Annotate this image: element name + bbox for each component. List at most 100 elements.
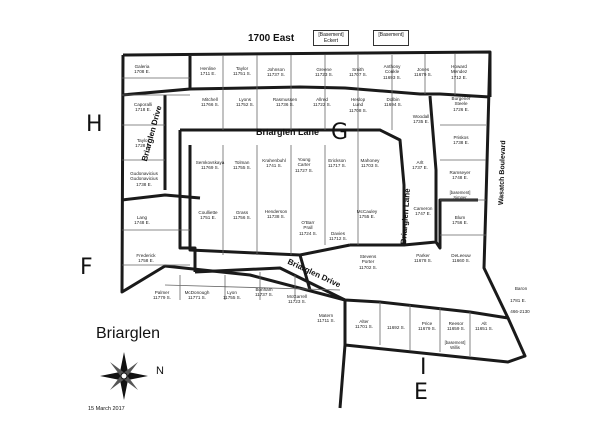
lot-name2: Conkle [384,69,400,75]
section-mark-g: G [331,120,349,145]
lot-lines [122,54,486,356]
map-date: 15 March 2017 [88,406,125,412]
lot-addr: 1741 S. [266,163,282,169]
lot-addr: 11717 S. [327,163,347,169]
lot-addr: 11737 S. [266,72,286,78]
lot-addr: 11736 S. [275,102,295,108]
lot-name: Mahoney [360,158,380,163]
lot-name: Henline [200,66,216,71]
lot-baron-phone: 466-2130 [510,309,529,314]
top-box-basement: [Basement] [373,30,409,46]
lot-name: Priskos [453,135,469,140]
north-street-label: 1700 East [248,33,295,44]
lot-addr: 1747 E. [415,211,431,217]
lot-name2: Mendez [450,69,468,75]
lot-name: Krahenbuhl [262,158,286,163]
lot-addr: 11769 S. [200,165,220,171]
lot-addr: 11751 S. [232,71,252,77]
lot-addr: 11723 S. [287,299,307,305]
lot-addr: 1751 E. [200,215,216,221]
lot-addr: 1738 E. [136,181,152,187]
lot-name: Galeria [134,64,150,69]
lot-name: Matern [318,313,334,318]
compass-north-label: N [156,365,164,377]
lot-addr: 1735 E. [413,119,429,125]
lot-addr: 11722 S. [312,102,332,108]
section-mark-i: I [420,355,427,380]
lot-addr: 11738 S. [266,214,286,220]
lot-addr: 11678 S. [413,258,433,264]
lot-name: Taylor [235,66,249,71]
lot-name2: Steele [454,101,468,107]
lot-addr: 11723 S. [314,72,334,78]
lot-addr: 1758 E. [138,258,154,264]
lot-addr: 11660 S. [451,258,471,264]
lot-name: Tolman [234,160,250,165]
lot-name: Ramseyer [449,170,471,175]
lot-addr: 1726 E. [453,106,469,112]
lot-addr: 11756 S. [232,215,252,221]
lot-name: Parker [416,253,430,258]
lot-addr: 11752 S. [235,102,255,108]
lot-name: Price [421,321,433,326]
lot-addr: 1728 E. [135,143,151,149]
lot-willis: [basement]Willis [445,340,466,351]
lot-addr: 11707 S. [348,72,368,78]
lot-addr: 11694 S. [383,102,403,108]
section-mark-h: H [86,112,103,137]
lot-name2: Carter [297,162,311,168]
lot-addr: 1756 E. [452,220,468,226]
lot-name: Baron [514,286,528,291]
lot-name: Howard [451,64,467,69]
top-box-eckert-label: [Basement] [318,32,344,38]
lot-addr: 1738 E. [453,140,469,146]
lot-addr: 11755 S. [222,295,242,301]
center-block-road [188,145,351,291]
lot-name: Mitchell [202,97,218,102]
lot-addr: 11779 S. [152,295,172,301]
compass-rose [100,352,148,400]
lot-addr: 11755 S. [232,165,252,171]
lot-name: Blum [454,215,466,220]
lot-name2: Lund [352,102,364,108]
lot-addr: 11693 S. [382,74,402,80]
lot-name2: Gudonavicius [130,176,158,182]
lot-addr: 11712 S. [328,236,348,242]
lot-addr: 1708 E. [134,69,150,75]
lot-baron: Baron [515,286,527,291]
lot-name: Cameron [413,206,433,211]
lot-addr: 1755 E. [359,214,375,220]
lot-addr: 11708 S. [348,107,368,113]
lot-addr: 11702 S. [358,264,378,270]
lot-name: Heslop [350,97,366,102]
briarglen-lane-loop-road [178,128,406,272]
lot-name: DeLeeuw [451,253,471,258]
top-box-eckert-name: Eckert [323,38,339,44]
